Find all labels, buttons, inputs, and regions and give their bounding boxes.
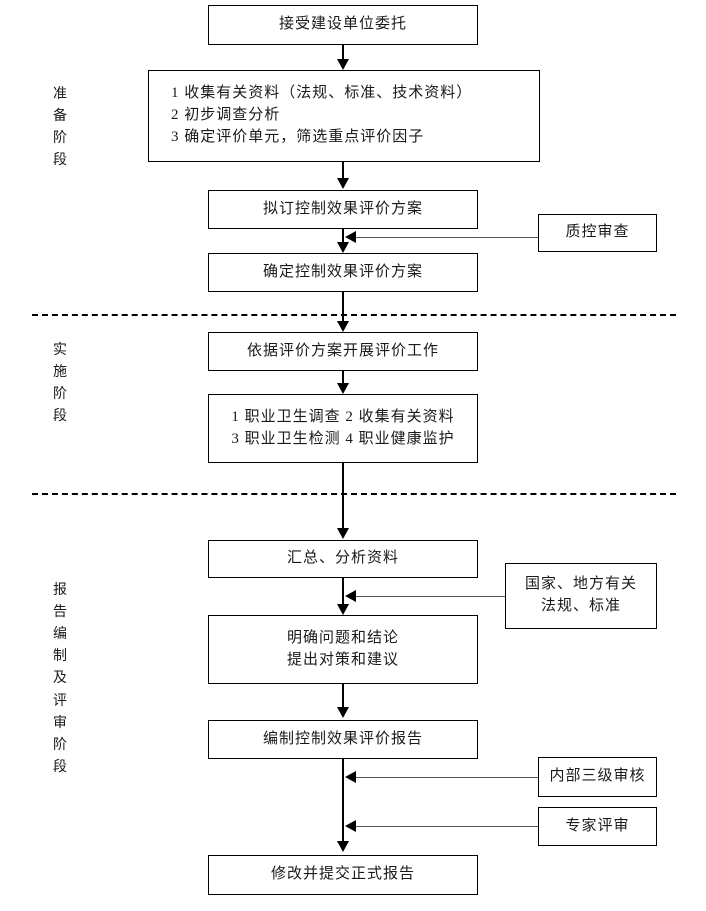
- connector-n9-n10: [342, 758, 344, 843]
- arrow-n8-n9: [337, 707, 349, 718]
- connector-s2-trunk: [352, 596, 505, 597]
- arrow-s3-trunk: [345, 771, 356, 783]
- node-line: 接受建设单位委托: [278, 16, 407, 33]
- stage-divider-2: [32, 493, 676, 495]
- process-node-carry-out-evaluation[interactable]: 依据评价方案开展评价工作: [208, 332, 478, 371]
- node-line: 法规、标准: [540, 598, 621, 614]
- process-node-conclusions-suggestions[interactable]: 明确问题和结论 提出对策和建议: [208, 615, 478, 684]
- arrow-n5-n6: [337, 383, 349, 394]
- connector-n1-n2: [342, 45, 344, 63]
- process-node-compile-report[interactable]: 编制控制效果评价报告: [208, 720, 478, 759]
- node-line: 明确问题和结论: [286, 629, 399, 646]
- node-line: 确定控制效果评价方案: [262, 263, 423, 280]
- connector-n3-n4: [342, 228, 344, 245]
- connector-n7-n8: [342, 577, 344, 604]
- node-line: 质控审查: [565, 224, 630, 241]
- connector-s1-trunk: [352, 237, 538, 238]
- arrow-s4-trunk: [345, 820, 356, 832]
- arrow-n2-n3: [337, 178, 349, 189]
- connector-s3-trunk: [352, 777, 538, 778]
- arrow-s1-trunk: [345, 231, 356, 243]
- arrow-s2-trunk: [345, 590, 356, 602]
- stage-label-reporting: 报告编制及评审阶段: [53, 583, 67, 775]
- node-line: 2 初步调查分析: [171, 107, 281, 124]
- side-node-regulations-standards[interactable]: 国家、地方有关 法规、标准: [505, 563, 657, 629]
- node-line: 3 确定评价单元，筛选重点评价因子: [171, 128, 425, 145]
- connector-n2-n3: [342, 162, 344, 181]
- node-line: 内部三级审核: [549, 768, 646, 785]
- node-line: 汇总、分析资料: [286, 550, 399, 567]
- process-node-collect-data[interactable]: 1 收集有关资料（法规、标准、技术资料） 2 初步调查分析 3 确定评价单元，筛…: [148, 70, 540, 162]
- connector-s4-trunk: [352, 826, 538, 827]
- stage-label-preparation: 准备阶段: [53, 87, 67, 169]
- arrow-n1-n2: [337, 59, 349, 70]
- process-node-submit-final-report[interactable]: 修改并提交正式报告: [208, 855, 478, 895]
- node-line: 专家评审: [565, 817, 630, 834]
- node-line: 提出对策和建议: [286, 651, 399, 668]
- node-line: 国家、地方有关: [524, 576, 637, 593]
- connector-n8-n9: [342, 684, 344, 708]
- node-line: 3 职业卫生检测 4 职业健康监护: [231, 430, 455, 447]
- arrow-n7-n8: [337, 604, 349, 615]
- node-line: 编制控制效果评价报告: [262, 730, 423, 747]
- connector-n5-n6: [342, 370, 344, 385]
- arrow-n3-n4: [337, 242, 349, 253]
- side-node-quality-control-review[interactable]: 质控审查: [538, 214, 657, 252]
- process-node-survey-detection[interactable]: 1 职业卫生调查 2 收集有关资料 3 职业卫生检测 4 职业健康监护: [208, 394, 478, 463]
- stage-divider-1: [32, 314, 676, 316]
- node-line: 修改并提交正式报告: [270, 866, 415, 883]
- node-line: 1 职业卫生调查 2 收集有关资料: [231, 408, 455, 425]
- node-line: 依据评价方案开展评价工作: [246, 342, 439, 359]
- arrow-n4-n5: [337, 321, 349, 332]
- process-node-confirm-plan[interactable]: 确定控制效果评价方案: [208, 253, 478, 292]
- side-node-internal-three-level-audit[interactable]: 内部三级审核: [538, 757, 657, 797]
- process-node-summarize-analyze[interactable]: 汇总、分析资料: [208, 540, 478, 578]
- process-node-draft-plan[interactable]: 拟订控制效果评价方案: [208, 190, 478, 229]
- connector-n6-n7: [342, 463, 344, 529]
- arrow-n9-n10: [337, 841, 349, 852]
- node-line: 1 收集有关资料（法规、标准、技术资料）: [171, 85, 473, 102]
- arrow-n6-n7: [337, 528, 349, 539]
- stage-label-implementation: 实施阶段: [53, 343, 67, 425]
- process-node-accept-commission[interactable]: 接受建设单位委托: [208, 5, 478, 45]
- side-node-expert-review[interactable]: 专家评审: [538, 807, 657, 846]
- connector-n4-n5: [342, 292, 344, 324]
- node-line: 拟订控制效果评价方案: [262, 200, 423, 217]
